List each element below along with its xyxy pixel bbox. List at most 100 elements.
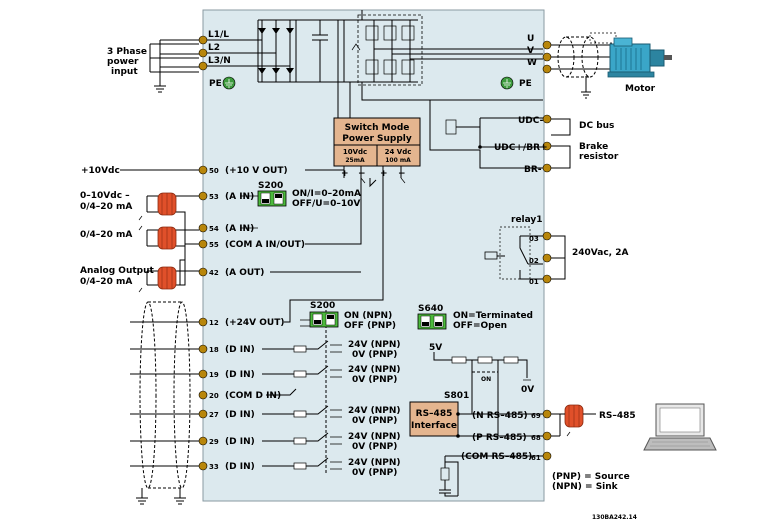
smps-10vdc: 10Vdc	[343, 148, 367, 156]
terminal-br-minus: BR-	[524, 165, 542, 175]
relay-01: 01	[529, 278, 539, 286]
terminal-53-label: (A IN)	[225, 192, 254, 202]
relay-title: relay1	[511, 215, 543, 225]
s200a-on: ON/I=0–20mA	[292, 189, 361, 199]
smps-title-2: Power Supply	[342, 134, 412, 144]
terminal-55: 55	[209, 241, 219, 249]
terminal-29: 29	[209, 438, 219, 446]
brake-label-2: resistor	[579, 152, 619, 162]
aout-label-1: Analog Output	[80, 266, 154, 276]
din19-pnp: 0V (PNP)	[352, 375, 397, 385]
terminal-53: 53	[209, 193, 219, 201]
terminal-l3: L3/N	[208, 56, 231, 66]
terminal-29-label: (D IN)	[225, 437, 255, 447]
terminal-27-label: (D IN)	[225, 410, 255, 420]
plus10-label: +10Vdc	[81, 166, 120, 176]
terminal-68: 68	[531, 434, 541, 442]
dc-bus-label: DC bus	[579, 121, 614, 131]
din33-npn: 24V (NPN)	[348, 458, 401, 468]
s200b-on: ON (NPN)	[344, 311, 392, 321]
v5-label: 5V	[429, 343, 442, 353]
aout-label-2: 0/4–20 mA	[80, 277, 132, 287]
v0-label: 0V	[521, 385, 534, 395]
svg-text:+: +	[380, 169, 388, 179]
relay1: relay1 03 02 01 240Vac, 2A	[484, 215, 628, 286]
rs485-box-1: RS–485	[416, 409, 453, 419]
ain1-label-2: 0/4–20 mA	[80, 202, 132, 212]
pe-label-right: PE	[519, 79, 532, 89]
legend-sink: (NPN) = Sink	[552, 482, 619, 492]
brake-label-1: Brake	[579, 142, 608, 152]
terminal-42: 42	[209, 269, 219, 277]
ferrite-icon-1	[157, 192, 177, 216]
drive-housing	[202, 9, 545, 502]
smps-25ma: 25mA	[345, 157, 365, 164]
rs485-label: RS–485	[599, 411, 636, 421]
s200-analog-switch[interactable]: S200 ON/I=0–20mA OFF/U=0–10V	[257, 181, 361, 209]
din27-pnp: 0V (PNP)	[352, 416, 397, 426]
rs485-n: (N RS–485)	[472, 411, 528, 421]
rs485-interface: RS–485 Interface (N RS–485) 69 (P RS–485…	[409, 401, 636, 497]
figure-id: 130BA242.14	[592, 514, 637, 521]
ain1-label-1: 0–10Vdc –	[80, 191, 130, 201]
rs485-p: (P RS–485)	[472, 433, 527, 443]
terminal-69: 69	[531, 412, 541, 420]
s640-label: S640	[418, 304, 443, 314]
din18-pnp: 0V (PNP)	[352, 350, 397, 360]
mains-terminals: L1/L L2 L3/N PE	[198, 30, 290, 90]
terminal-u: U	[527, 34, 534, 44]
rs485-box-2: Interface	[411, 421, 457, 431]
motor-terminals: U V W PE	[500, 32, 617, 99]
rs485-com: (COM RS–485)	[461, 452, 532, 462]
pe-label-left: PE	[209, 79, 222, 89]
terminal-l1: L1/L	[208, 30, 229, 40]
three-phase-label-3: input	[111, 67, 138, 77]
terminal-w: W	[527, 58, 537, 68]
terminal-12: 12	[209, 319, 219, 327]
terminal-v: V	[527, 46, 534, 56]
din27-npn: 24V (NPN)	[348, 406, 401, 416]
terminal-42-label: (A OUT)	[225, 268, 264, 278]
three-phase-label-1: 3 Phase	[107, 47, 147, 57]
switch-mode-power-supply: Switch Mode Power Supply 10Vdc 25mA 24 V…	[284, 117, 421, 323]
terminal-27: 27	[209, 411, 219, 419]
s640-on: ON=Terminated	[453, 311, 533, 321]
legend-source: (PNP) = Source	[552, 472, 630, 482]
terminal-33-label: (D IN)	[225, 462, 255, 472]
terminal-20-label: (COM D IN)	[225, 391, 281, 401]
smps-title-1: Switch Mode	[345, 123, 410, 133]
ferrite-icon-rs485	[564, 404, 584, 428]
dc-bus-brake: UDC- UDC+/BR+ BR- DC bus Brake resistor	[429, 100, 619, 175]
terminal-19: 19	[209, 371, 219, 379]
terminal-55-label: (COM A IN/OUT)	[225, 240, 305, 250]
inverter-bridge	[351, 10, 543, 101]
relay-03: 03	[529, 235, 539, 243]
terminal-12-label: (+24V OUT)	[225, 318, 285, 328]
smps-24vdc: 24 Vdc	[385, 148, 412, 156]
s200-digital-switch[interactable]: S200 ON (NPN) OFF (PNP)	[309, 301, 396, 331]
ferrite-icon-2	[157, 226, 177, 250]
ferrite-icon-3	[157, 266, 177, 290]
rectifier	[257, 19, 362, 118]
digital-io: 12 (+24V OUT) 18 (D IN) 19 (D IN) 20 (CO…	[130, 301, 401, 505]
analog-io: +10Vdc 0–10Vdc – 0/4–20 mA 0/4–20 mA Ana…	[80, 165, 362, 293]
s640-switch[interactable]: S640 ON=Terminated OFF=Open	[417, 304, 533, 331]
three-phase-input: 3 Phase power input	[107, 39, 199, 93]
din29-pnp: 0V (PNP)	[352, 442, 397, 452]
din19-npn: 24V (NPN)	[348, 365, 401, 375]
din33-pnp: 0V (PNP)	[352, 468, 397, 478]
terminal-18-label: (D IN)	[225, 345, 255, 355]
s200b-off: OFF (PNP)	[344, 321, 396, 331]
three-phase-label-2: power	[107, 57, 139, 67]
terminal-20: 20	[209, 392, 219, 400]
terminal-54-label: (A IN)	[225, 224, 254, 234]
terminal-50-label: (+10 V OUT)	[225, 166, 288, 176]
s200a-label: S200	[258, 181, 283, 191]
s200a-off: OFF/U=0–10V	[292, 199, 360, 209]
svg-text:+: +	[341, 169, 349, 179]
motor-label: Motor	[625, 84, 656, 94]
s200b-label: S200	[310, 301, 335, 311]
terminal-18: 18	[209, 346, 219, 354]
svg-text:−: −	[398, 169, 406, 179]
